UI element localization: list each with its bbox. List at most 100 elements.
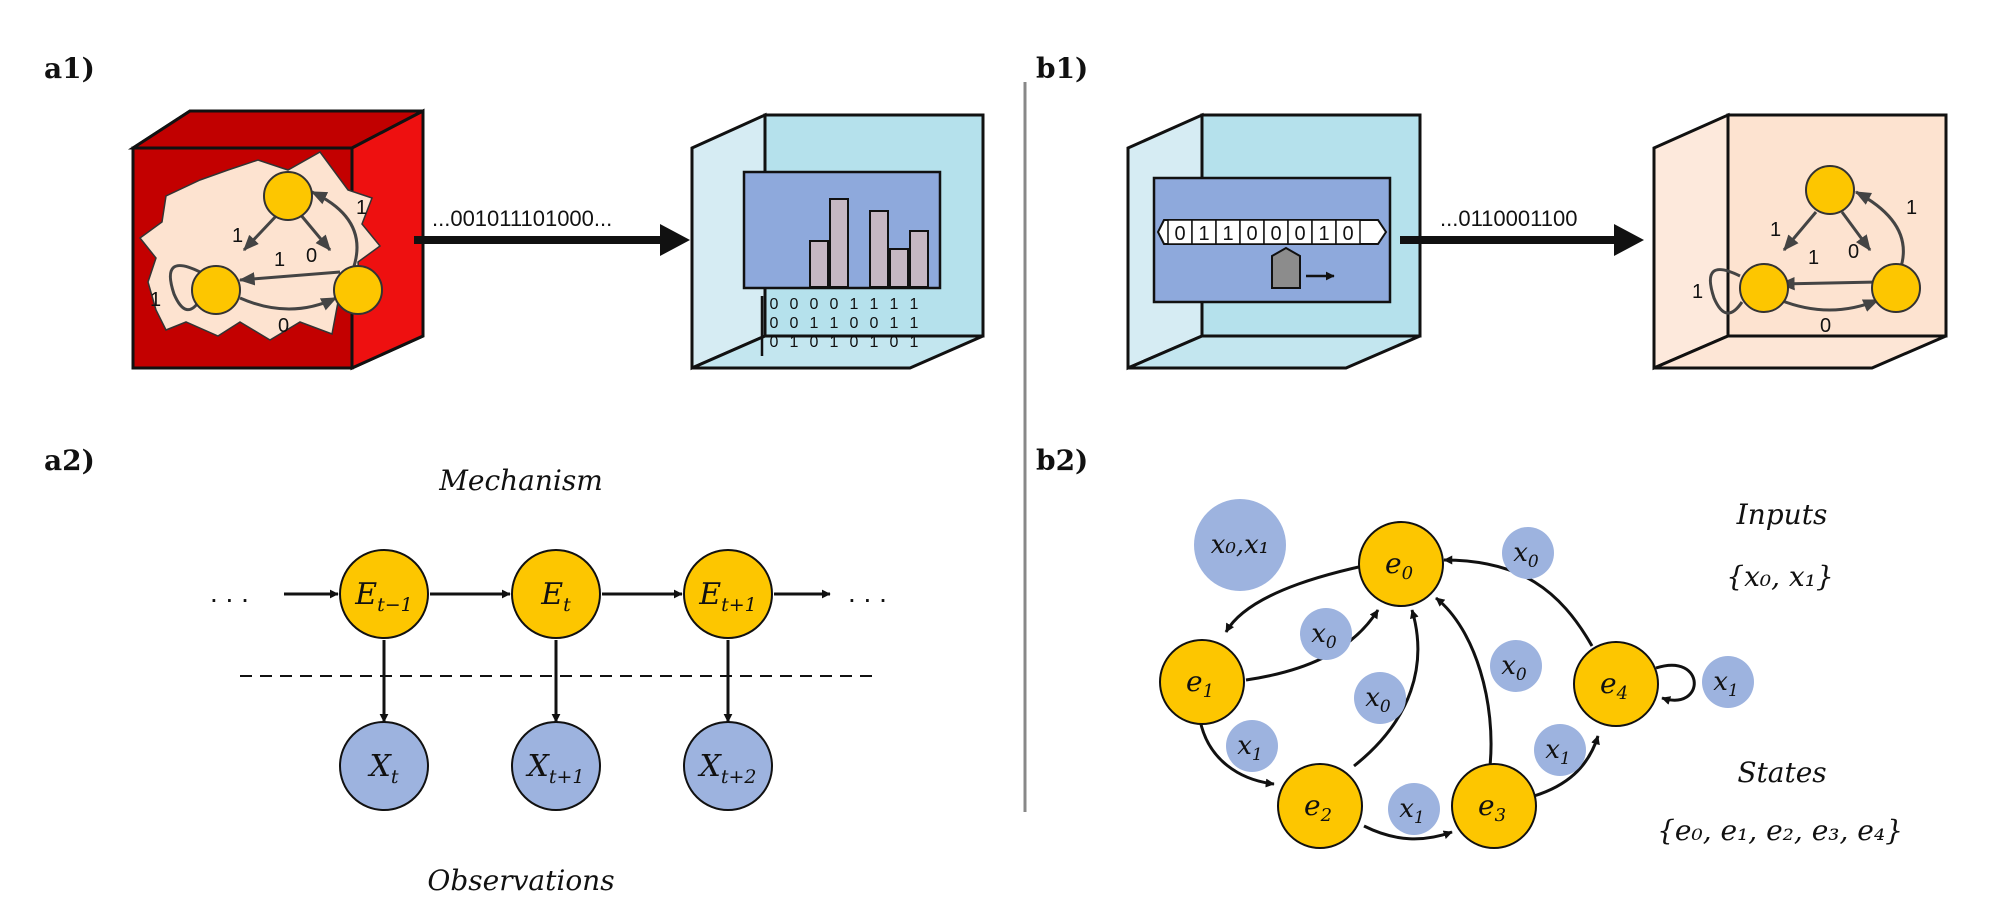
state-machine-graph: x₀,x₁ x0 x0 x1 x0 x0 x1 x1	[1159, 498, 1903, 849]
histogram-word-digit: 0	[810, 334, 819, 351]
histogram-bar	[809, 240, 829, 288]
histogram-word-digit: 0	[890, 334, 899, 351]
edge-input-label: x0	[1490, 640, 1542, 692]
edge-input-label: x1	[1534, 724, 1586, 776]
histogram-word-digit: 1	[890, 315, 899, 332]
svg-text:e4: e4	[1600, 667, 1628, 704]
tape-symbol: 0	[1342, 223, 1353, 245]
panel-label-b1: b1)	[1036, 52, 1088, 85]
edge-e1-e2	[1198, 719, 1275, 788]
machine-state-node	[1739, 263, 1789, 313]
svg-text:Xt+2: Xt+2	[697, 749, 756, 788]
edge-e2-e3	[1363, 824, 1453, 841]
histogram-bar	[829, 198, 849, 288]
input-label-x0-x1: x₀,x₁	[1194, 499, 1286, 591]
svg-text:Et−1: Et−1	[354, 577, 413, 616]
tape-symbol: 0	[1294, 223, 1305, 245]
state-node-e1: e1	[1159, 639, 1245, 725]
ellipsis-left: . . .	[210, 577, 249, 608]
histogram-bar	[889, 248, 909, 288]
tape-cell	[1167, 219, 1193, 245]
tape-symbol: 0	[1246, 223, 1257, 245]
machine-edge-label: 1	[1906, 197, 1917, 219]
histogram-word-digit: 1	[830, 334, 839, 351]
edge-input-label: x1	[1702, 656, 1754, 708]
histogram-word-digit: 0	[770, 296, 779, 313]
histogram-word-digit: 0	[850, 334, 859, 351]
svg-text:x₀,x₁: x₀,x₁	[1211, 530, 1269, 560]
tape-symbol: 1	[1318, 223, 1329, 245]
machine-edge-label: 1	[1770, 219, 1781, 241]
machine-edge-label: 1	[1808, 247, 1819, 269]
hidden-state-node: Et−1	[339, 549, 429, 639]
svg-text:x1: x1	[1545, 735, 1571, 769]
svg-text:e1: e1	[1186, 665, 1214, 702]
histogram-word-digit: 0	[810, 296, 819, 313]
histogram-word-digit: 1	[870, 296, 879, 313]
state-node-e3: e3	[1451, 763, 1537, 849]
svg-text:Et+1: Et+1	[698, 577, 757, 616]
svg-text:x1: x1	[1713, 667, 1739, 701]
machine-state-node	[191, 265, 241, 315]
machine-state-node	[1871, 263, 1921, 313]
output-arrowhead	[1614, 224, 1644, 256]
observation-node: Xt	[339, 721, 429, 811]
svg-text:x1: x1	[1399, 794, 1425, 828]
histogram-word-digit: 0	[870, 315, 879, 332]
tape-symbol: 1	[1222, 223, 1233, 245]
output-arrowhead	[660, 224, 690, 256]
svg-text:e0: e0	[1385, 547, 1413, 584]
panel-label-a1: a1)	[44, 52, 95, 85]
tape-head	[1271, 246, 1301, 289]
tape-cell	[1263, 219, 1289, 245]
histogram-word-digit: 1	[810, 315, 819, 332]
symbol-stream: ...001011101000...	[432, 206, 612, 231]
svg-text:x0: x0	[1311, 619, 1337, 653]
svg-text:x0: x0	[1365, 683, 1391, 717]
svg-text:x0: x0	[1513, 538, 1539, 572]
edge-e4-e4	[1655, 663, 1696, 705]
inputs-set: {x₀, x₁}	[1726, 560, 1833, 593]
histogram-word-digit: 0	[790, 296, 799, 313]
svg-text:x0: x0	[1501, 651, 1527, 685]
observation-node: Xt+1	[511, 721, 601, 811]
edge-input-label: x0	[1354, 672, 1406, 724]
tape-cell	[1335, 219, 1361, 245]
histogram-bar	[869, 210, 889, 288]
svg-text:Xt+1: Xt+1	[525, 749, 584, 788]
hidden-machine: 1 1 0 1 1 0	[150, 171, 383, 337]
reconstructed-machine: 1 1 0 1 1 0	[1692, 165, 1921, 337]
states-set: {e₀, e₁, e₂, e₃, e₄}	[1657, 814, 1903, 847]
machine-state-node	[1805, 165, 1855, 215]
state-node-e0: e0	[1358, 521, 1444, 607]
histogram-word-digit: 1	[870, 334, 879, 351]
machine-edge-label: 1	[356, 197, 367, 219]
svg-text:e3: e3	[1478, 789, 1506, 826]
machine-state-node	[333, 265, 383, 315]
histogram-bars	[809, 198, 929, 288]
state-node-e4: e4	[1573, 641, 1659, 727]
states-title: States	[1737, 756, 1826, 789]
symbol-stream: ...0110001100	[1440, 206, 1577, 231]
machine-edge-label: 1	[232, 225, 243, 247]
tape-symbol: 0	[1174, 223, 1185, 245]
edge-input-label: x0	[1300, 608, 1352, 660]
machine-edge-label: 0	[1820, 315, 1831, 337]
histogram-word-digit: 1	[910, 334, 919, 351]
histogram-bar	[909, 230, 929, 288]
mechanism-label: Mechanism	[438, 464, 603, 497]
hidden-process-cube: 1 1 0 1 1 0	[127, 108, 425, 371]
edge-e3-e4	[1533, 735, 1600, 798]
machine-edge-label: 0	[278, 315, 289, 337]
svg-text:e2: e2	[1304, 789, 1332, 826]
machine-edge-label: 1	[1692, 281, 1703, 303]
histogram-word-digit: 0	[830, 296, 839, 313]
edge-e4-e0	[1443, 555, 1594, 647]
machine-edge-label: 0	[306, 245, 317, 267]
ellipsis-right: . . .	[848, 577, 887, 608]
observations-label: Observations	[427, 864, 614, 897]
